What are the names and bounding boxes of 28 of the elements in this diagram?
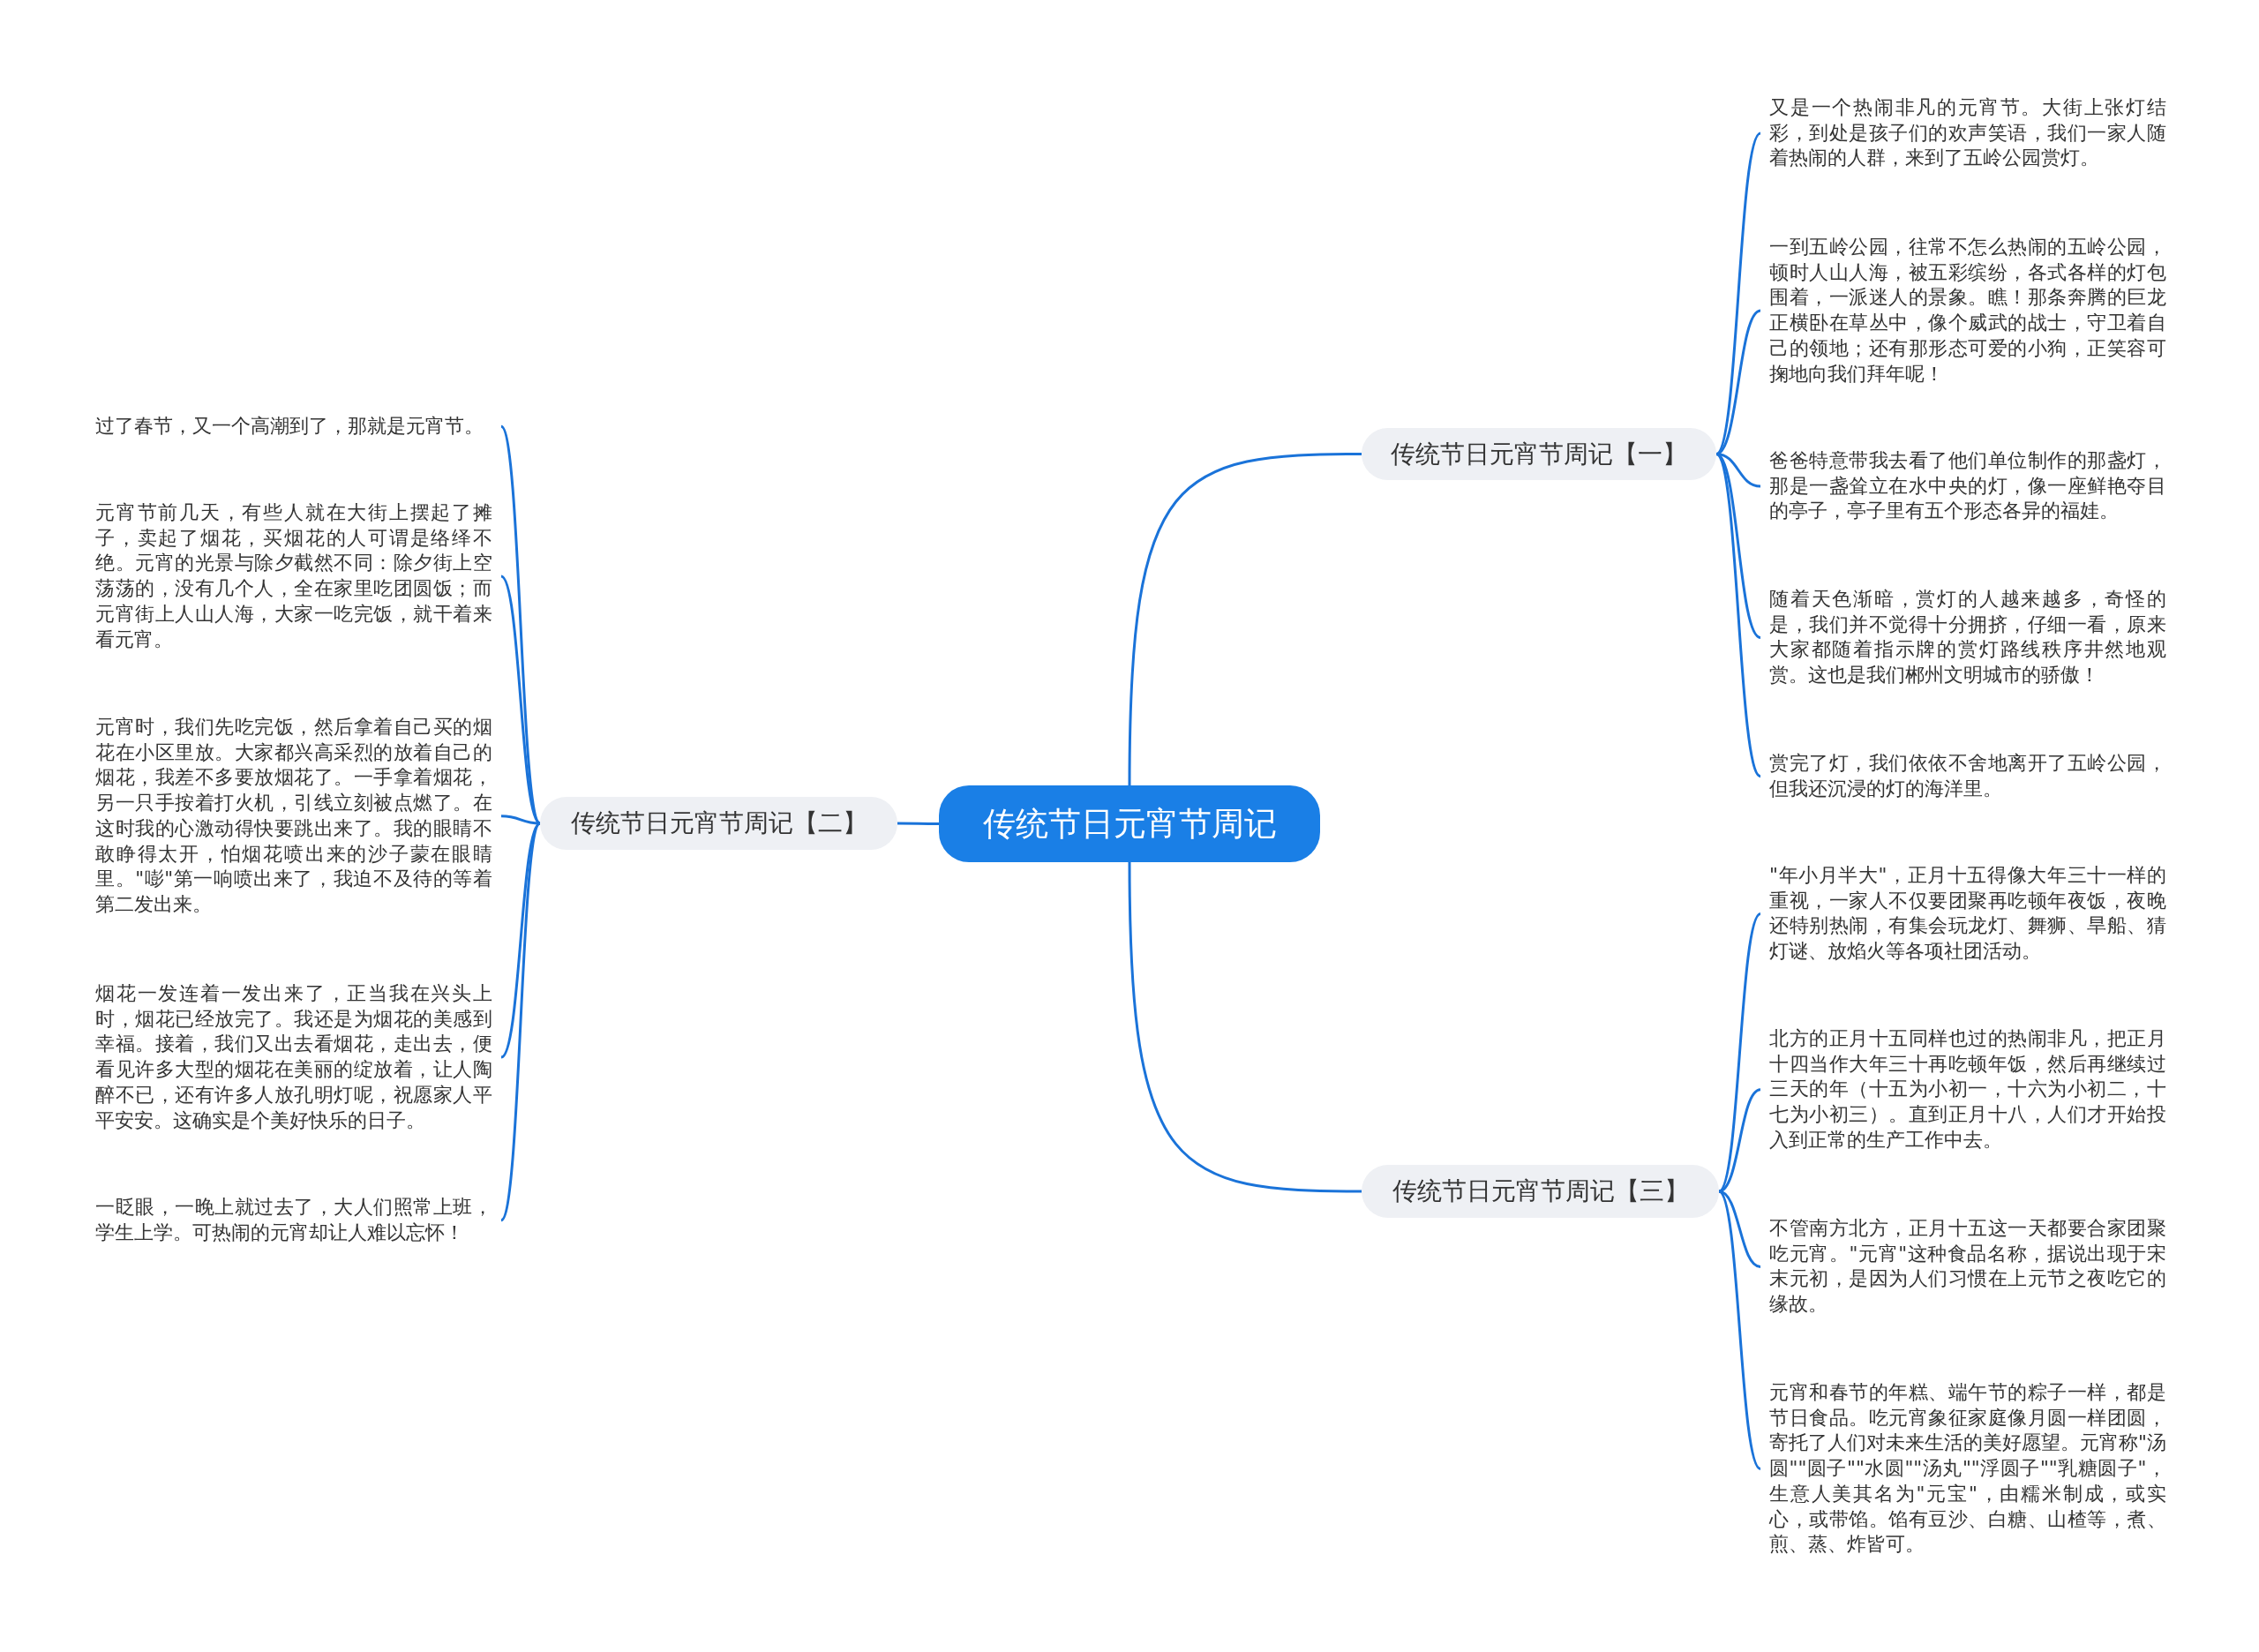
connector-line xyxy=(1128,453,1362,786)
note-text: 烟花一发连着一发出来了，正当我在兴头上时，烟花已经放完了。我还是为烟花的美感到幸福。接着，我们又出去看烟花，走出去，便看见许多大型的烟花在美丽的绽放着，让人陶醉不已，还有许多人放孔明灯呢，祝愿家人平平安安。这确实是个美好快乐的日子。 xyxy=(95,981,492,1134)
note-text: 一眨眼，一晚上就过去了，大人们照常上班，学生上学。可热闹的元宵却让人难以忘怀！ xyxy=(95,1195,492,1246)
branch-topic: 传统节日元宵节周记【一】 xyxy=(1362,428,1716,480)
note-text: 元宵和春节的年糕、端午节的粽子一样，都是节日食品。吃元宵象征家庭像月圆一样团圆，寄托了人们对未来生活的美好愿望。元宵称"汤圆""圆子""水圆""汤丸""浮圆子""乳糖圆子"，生意人美其名为"元宝"，由糯米制成，或实心，或带馅。馅有豆沙、白糖、山楂等，煮、煎、蒸、炸皆可。 xyxy=(1769,1380,2166,1558)
note-text: 又是一个热闹非凡的元宵节。大街上张灯结彩，到处是孩子们的欢声笑语，我们一家人随着热闹的人群，来到了五岭公园赏灯。 xyxy=(1769,95,2166,172)
note-text: 一到五岭公园，往常不怎么热闹的五岭公园，顿时人山人海，被五彩缤纷，各式各样的灯包围着，一派迷人的景象。瞧！那条奔腾的巨龙正横卧在草丛中，像个威武的战士，守卫着自己的领地；还有那形态可爱的小狗，正笑容可掬地向我们拜年呢！ xyxy=(1769,235,2166,387)
note-text: 随着天色渐暗，赏灯的人越来越多，奇怪的是，我们并不觉得十分拥挤，仔细一看，原来大家都随着指示牌的赏灯路线秩序井然地观赏。这也是我们郴州文明城市的骄傲！ xyxy=(1769,587,2166,688)
note-text: "年小月半大"，正月十五得像大年三十一样的重视，一家人不仅要团聚再吃顿年夜饭，夜晚还特别热闹，有集会玩龙灯、舞狮、旱船、猜灯谜、放焰火等各项社团活动。 xyxy=(1769,863,2166,965)
branch-topic: 传统节日元宵节周记【二】 xyxy=(540,797,897,850)
connector-line xyxy=(1717,1190,1762,1470)
note-text: 爸爸特意带我去看了他们单位制作的那盏灯，那是一盏耸立在水中央的灯，像一座鲜艳夺目的亭子，亭子里有五个形态各异的福娃。 xyxy=(1769,448,2166,525)
connector-line xyxy=(499,822,542,1221)
note-text: 过了春节，又一个高潮到了，那就是元宵节。 xyxy=(95,414,492,439)
connector-line xyxy=(1128,861,1362,1193)
connector-line xyxy=(1718,1088,1761,1193)
note-text: 北方的正月十五同样也过的热闹非凡，把正月十四当作大年三十再吃顿年饭，然后再继续过三天的年（十五为小初一，十六为小初二，十七为小初三）。直到正月十八，人们才开始投入到正常的生产工作中去。 xyxy=(1769,1026,2166,1153)
connector-line xyxy=(897,822,939,825)
connector-line xyxy=(1715,309,1761,455)
connector-line xyxy=(499,425,542,824)
note-text: 元宵时，我们先吃完饭，然后拿着自己买的烟花在小区里放。大家都兴高采烈的放着自己的烟花，我差不多要放烟花了。一手拿着烟花，另一只手按着打火机，引线立刻被点燃了。在这时我的心激动得快要跳出来了。我的眼睛不敢睁得太开，怕烟花喷出来的沙子蒙在眼睛里。"嘭"第一响喷出来了，我迫不及待的等着第二发出来。 xyxy=(95,715,492,918)
central-topic: 传统节日元宵节周记 xyxy=(939,785,1320,862)
branch-topic: 传统节日元宵节周记【三】 xyxy=(1362,1165,1719,1218)
connector-line xyxy=(1715,453,1762,777)
note-text: 元宵节前几天，有些人就在大街上摆起了摊子，卖起了烟花，买烟花的人可谓是络绎不绝。元宵的光景与除夕截然不同：除夕街上空荡荡的，没有几个人，全在家里吃团圆饭；而元宵街上人山人海，大家一吃完饭，就干着来看元宵。 xyxy=(95,500,492,653)
note-text: 赏完了灯，我们依依不舍地离开了五岭公园，但我还沉浸的灯的海洋里。 xyxy=(1769,751,2166,802)
connector-line xyxy=(1715,132,1762,455)
note-text: 不管南方北方，正月十五这一天都要合家团聚吃元宵。"元宵"这种食品名称，据说出现于宋末元初，是因为人们习惯在上元节之夜吃它的缘故。 xyxy=(1769,1216,2166,1318)
